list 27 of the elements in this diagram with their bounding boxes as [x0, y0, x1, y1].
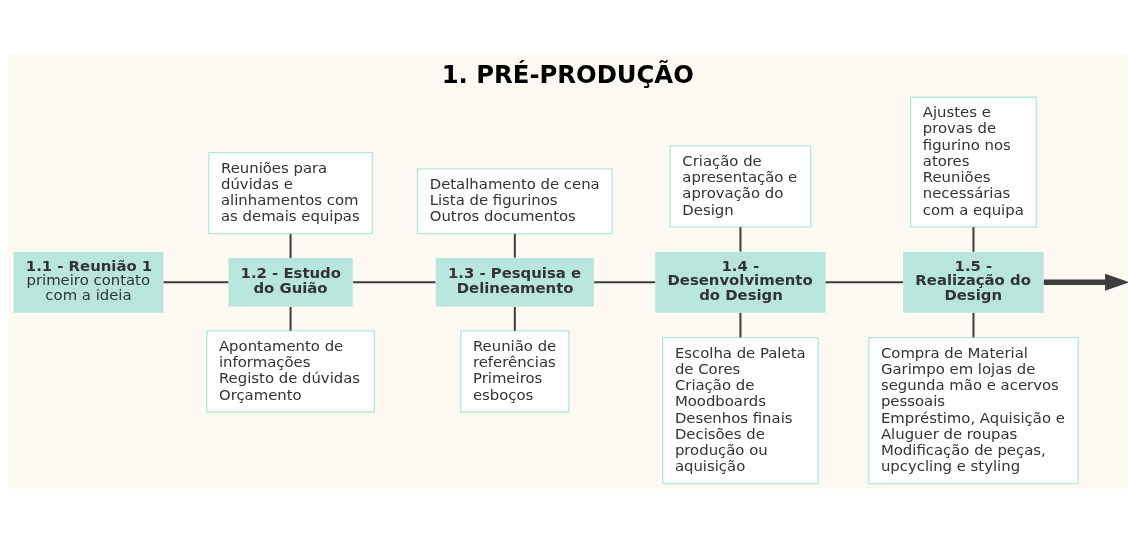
node-box: 1.5 - Realização do Design: [903, 251, 1044, 313]
connector: [353, 281, 436, 284]
node-box: Reunião de referências Primeiros esboços: [460, 330, 570, 413]
connector: [972, 312, 975, 338]
connector: [739, 312, 742, 338]
connector: [594, 281, 656, 284]
node-box: Reuniões para dúvidas e alinhamentos com as demais equipas: [208, 151, 373, 235]
connector: [163, 281, 229, 284]
node-box: Apontamento de informações Registo de dúvidas Orçamento: [206, 330, 375, 413]
connector: [513, 306, 516, 331]
arrow: [1043, 273, 1128, 291]
connector: [972, 227, 975, 252]
node-box: Escolha de Paleta de Cores Criação de Moodboards Desenhos finais Decisões de produção ou aquisição: [662, 337, 819, 485]
connector: [289, 306, 292, 331]
connector: [739, 227, 742, 252]
connector: [289, 234, 292, 258]
diagram-title: 1. PRÉ-PRODUÇÃO: [441, 59, 694, 89]
connector: [513, 233, 516, 258]
node-box: 1.3 - Pesquisa e Delineamento: [435, 258, 594, 307]
node-box: 1.1 - Reunião 1 primeiro contato com a ideia: [13, 251, 164, 313]
node-box: 1.2 - Estudo do Guião: [228, 258, 353, 307]
connector: [825, 281, 904, 284]
node-box: Detalhamento de cena Lista de figurinos Outros documentos: [416, 168, 613, 235]
node-box: Compra de Material Garimpo em lojas de segunda mão e acervos pessoais Empréstimo, Aquisição e Aluguer de roupas Modificação de peças, upcycling e styling: [868, 337, 1079, 485]
node-box: Criação de apresentação e aprovação do Design: [669, 145, 812, 228]
node-box: 1.4 - Desenvolvimento do Design: [655, 251, 826, 313]
node-box: Ajustes e provas de figurino nos atores Reuniões necessárias com a equipa: [909, 96, 1037, 228]
